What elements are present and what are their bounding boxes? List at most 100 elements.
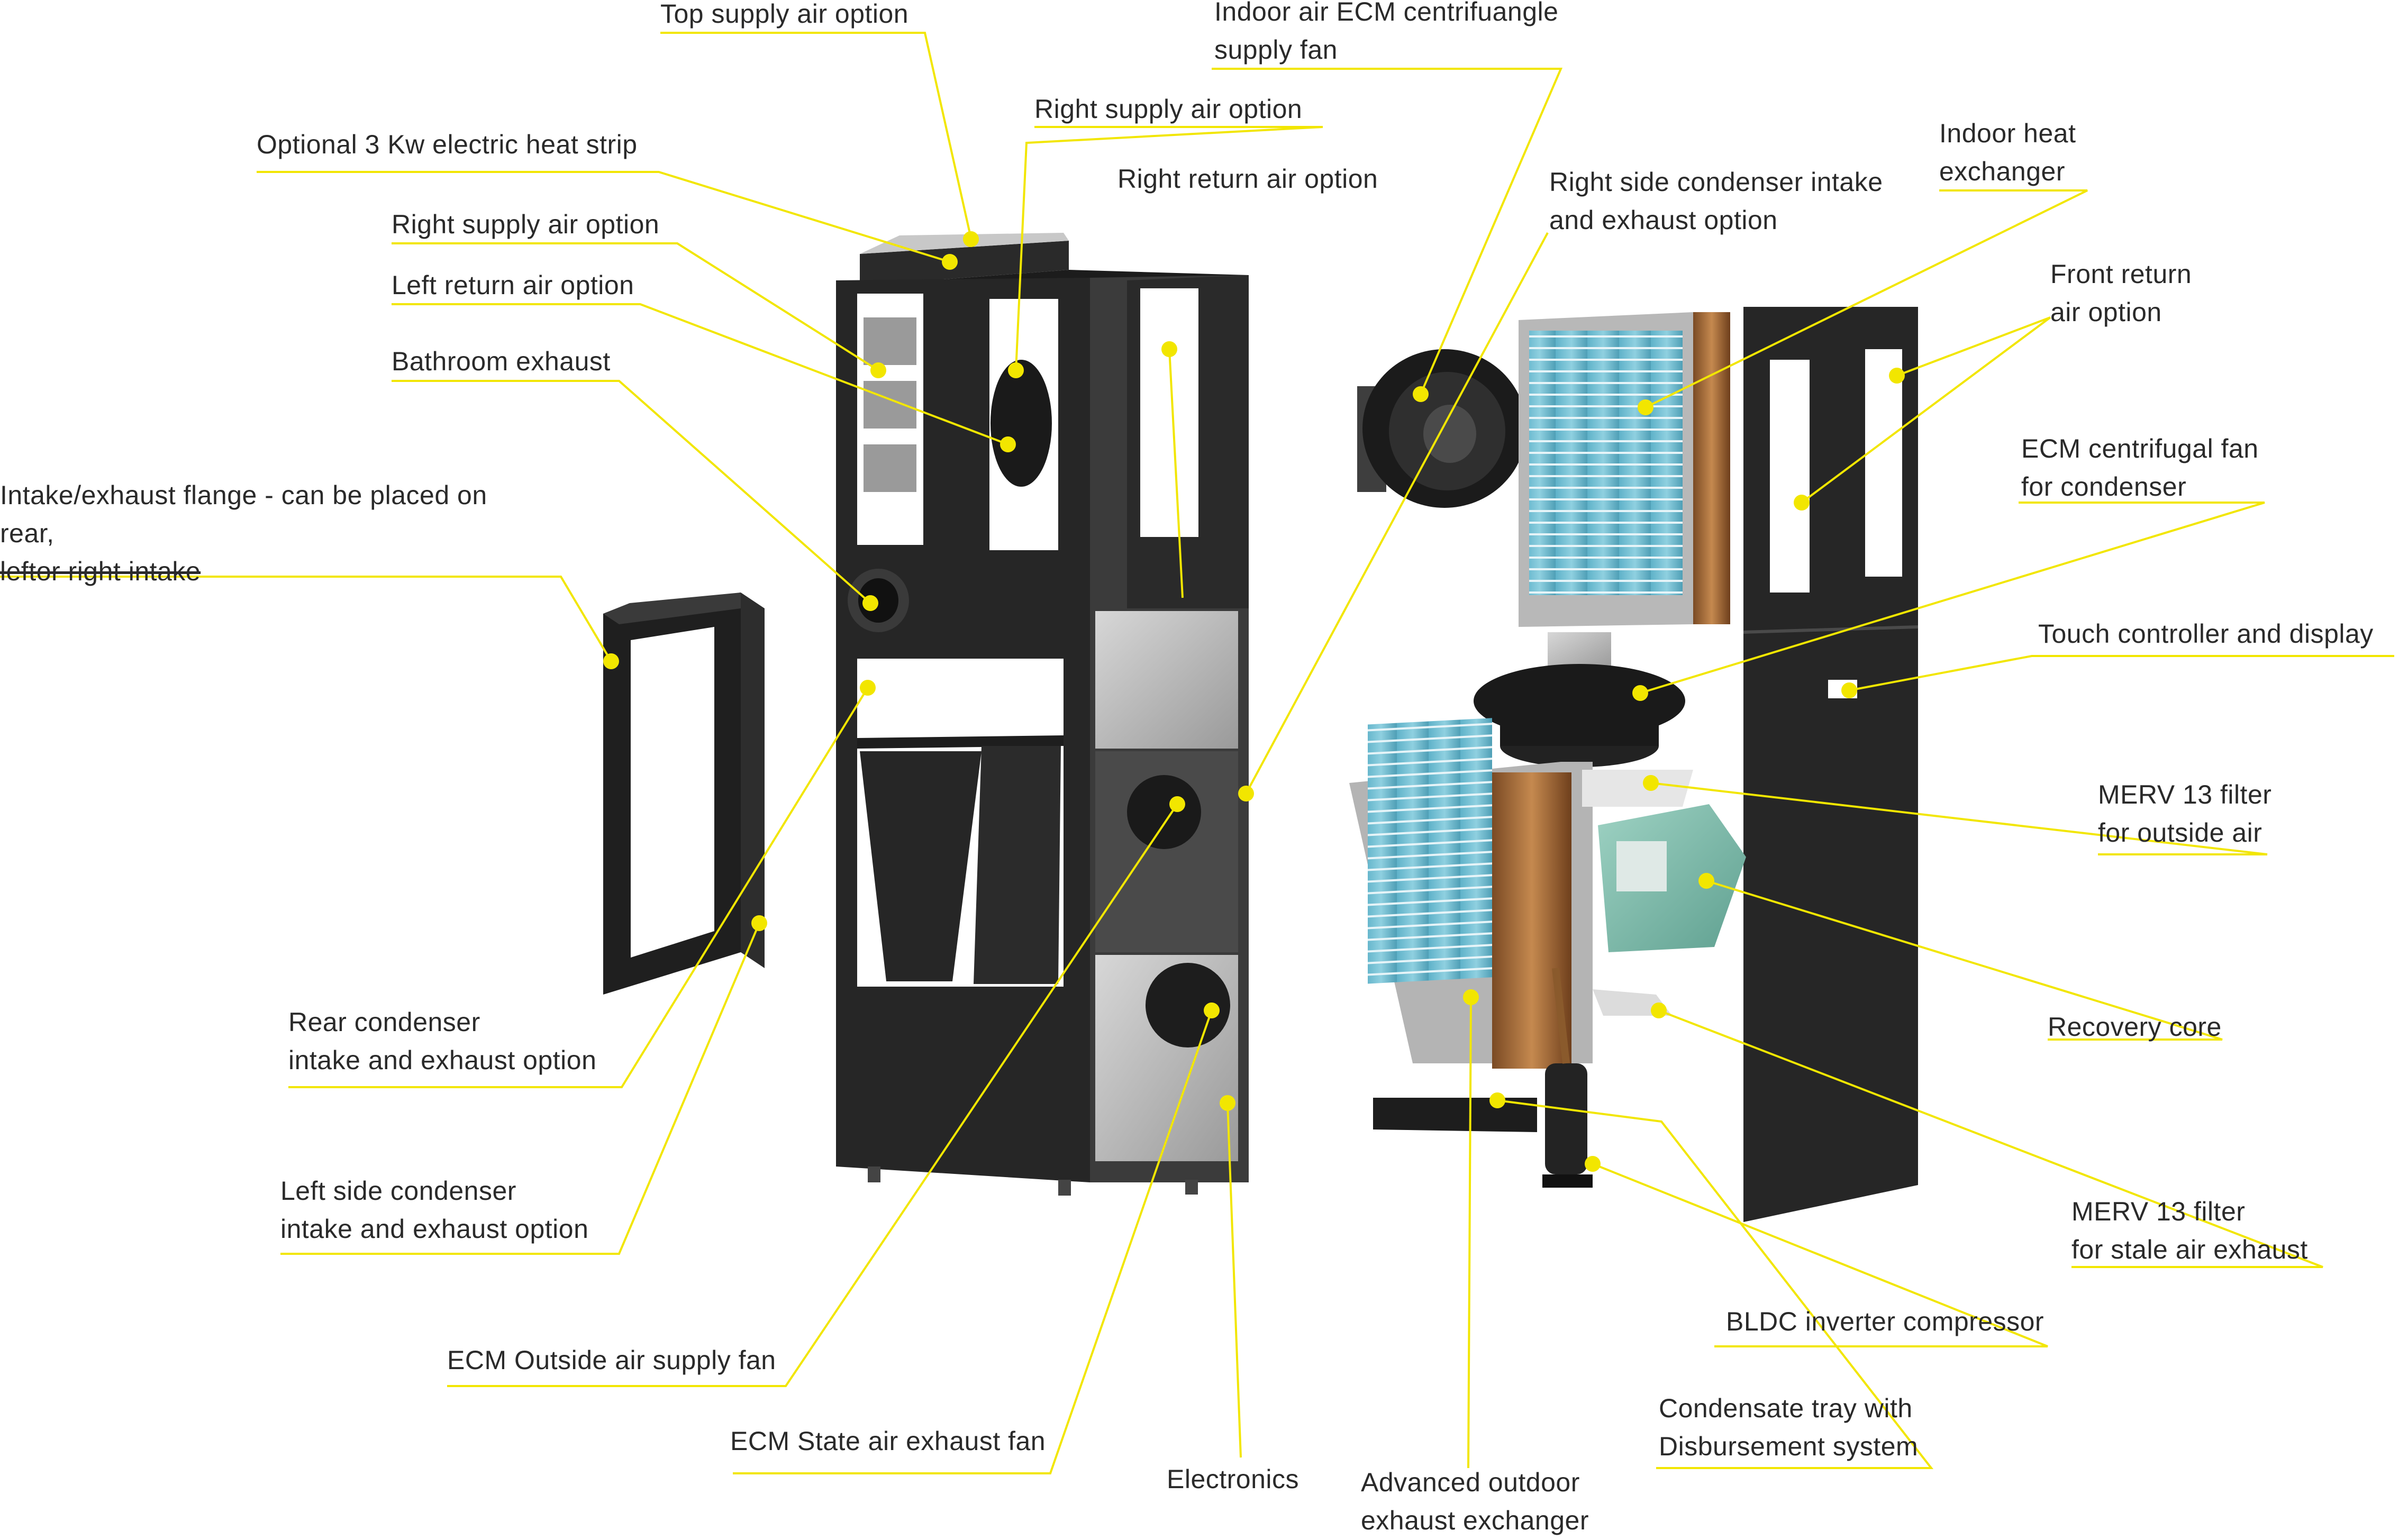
label-intake-flange-line-3: leftor right intake [0, 557, 201, 586]
label-intake-flange-line-1: Intake/exhaust flange - can be placed on [0, 480, 487, 510]
dot-top-supply [963, 231, 979, 247]
label-merv-stale: MERV 13 filter for stale air exhaust [2071, 1192, 2308, 1269]
label-rear-condenser-line-1: Rear condenser [288, 1007, 480, 1037]
label-left-return: Left return air option [392, 266, 634, 304]
dot-intake-flange [603, 653, 619, 669]
label-condensate-tray: Condensate tray with Disbursement system [1659, 1389, 1918, 1465]
dot-outdoor-exchanger [1463, 989, 1479, 1005]
condenser-fan [1474, 632, 1685, 767]
label-right-condenser-line-2: and exhaust option [1549, 205, 1778, 235]
dot-merv-stale [1651, 1003, 1667, 1018]
label-indoor-heat-exchanger: Indoor heat exchanger [1939, 114, 2076, 190]
label-bathroom-exhaust-line-1: Bathroom exhaust [392, 347, 611, 376]
label-recovery-core-line-1: Recovery core [2048, 1012, 2222, 1042]
label-bldc-compressor: BLDC inverter compressor [1726, 1302, 2044, 1341]
dot-front-return-1 [1889, 368, 1905, 384]
leader-condensate-tray [1497, 1099, 1934, 1469]
label-front-return-line-1: Front return [2050, 259, 2192, 289]
leader-ecm-exhaust-fan [733, 1010, 1213, 1474]
recovery-core-assembly [1582, 770, 1746, 1016]
leader-bldc-compressor [1592, 1163, 2048, 1347]
dot-right-supply-left [870, 362, 886, 378]
leader-electronics [1226, 1102, 1242, 1458]
label-heat-strip-line-1: Optional 3 Kw electric heat strip [257, 130, 638, 159]
label-merv-outside: MERV 13 filter for outside air [2098, 776, 2271, 852]
label-ecm-outside-fan: ECM Outside air supply fan [447, 1341, 776, 1379]
label-front-return: Front return air option [2050, 255, 2192, 331]
outdoor-exhaust-exchanger [1349, 718, 1593, 1069]
label-condensate-tray-line-2: Disbursement system [1659, 1432, 1919, 1461]
dot-rear-condenser [860, 680, 876, 696]
label-right-supply-top: Right supply air option [1034, 90, 1302, 128]
leader-heat-strip [257, 171, 950, 263]
label-ecm-condenser-fan-line-1: ECM centrifugal fan [2021, 434, 2259, 463]
label-indoor-ecm-fan-line-2: supply fan [1214, 35, 1338, 65]
dot-indoor-heat-exchanger [1638, 399, 1653, 415]
label-indoor-heat-exchanger-line-2: exchanger [1939, 157, 2065, 186]
leader-front-return-2 [1801, 316, 2051, 504]
label-indoor-ecm-fan: Indoor air ECM centrifuangle supply fan [1214, 0, 1558, 69]
dot-ecm-outside-fan [1169, 796, 1185, 812]
label-left-return-line-1: Left return air option [392, 270, 634, 300]
label-electronics-line-1: Electronics [1167, 1464, 1300, 1494]
front-door-panel [1743, 307, 1919, 1222]
label-right-return-line-1: Right return air option [1117, 164, 1378, 194]
dot-bathroom-exhaust [862, 595, 878, 611]
label-heat-strip: Optional 3 Kw electric heat strip [257, 125, 638, 163]
dot-merv-outside [1643, 775, 1659, 791]
dot-right-return [1161, 341, 1177, 357]
dot-bldc-compressor [1585, 1156, 1601, 1172]
label-right-return: Right return air option [1117, 160, 1378, 198]
dot-left-condenser [751, 915, 767, 931]
label-right-condenser-line-1: Right side condenser intake [1549, 167, 1883, 197]
label-merv-stale-line-2: for stale air exhaust [2071, 1235, 2308, 1264]
leader-rear-condenser [288, 687, 869, 1088]
label-recovery-core: Recovery core [2048, 1008, 2222, 1046]
main-cabinet [836, 233, 1249, 1196]
label-left-condenser-line-1: Left side condenser [280, 1176, 516, 1206]
label-top-supply: Top supply air option [660, 0, 908, 33]
dot-ecm-condenser-fan [1632, 685, 1648, 701]
label-merv-outside-line-2: for outside air [2098, 818, 2262, 848]
leader-right-supply-top [1015, 126, 1323, 371]
label-front-return-line-2: air option [2050, 297, 2162, 327]
dot-ecm-exhaust-fan [1204, 1003, 1220, 1018]
leader-front-return [1896, 316, 2051, 377]
label-indoor-ecm-fan-line-1: Indoor air ECM centrifuangle [1214, 0, 1559, 26]
label-merv-outside-line-1: MERV 13 filter [2098, 780, 2272, 809]
leader-indoor-ecm-fan [1212, 68, 1563, 395]
label-outdoor-exchanger-line-2: exhaust exchanger [1361, 1506, 1589, 1535]
leader-right-supply-left [392, 242, 879, 371]
leader-top-supply [660, 32, 972, 239]
dot-recovery-core [1698, 873, 1714, 889]
leader-touch-controller [1849, 655, 2394, 691]
label-condensate-tray-line-1: Condensate tray with [1659, 1393, 1913, 1423]
label-bldc-compressor-line-1: BLDC inverter compressor [1726, 1307, 2044, 1336]
label-right-supply-top-line-1: Right supply air option [1034, 94, 1303, 124]
label-left-condenser-line-2: intake and exhaust option [280, 1214, 589, 1244]
label-outdoor-exchanger: Advanced outdoor exhaust exchanger [1361, 1463, 1589, 1539]
leader-left-condenser [280, 923, 760, 1255]
dot-indoor-ecm-fan [1413, 386, 1429, 402]
label-touch-controller: Touch controller and display [2038, 615, 2374, 653]
label-top-supply-line-1: Top supply air option [660, 0, 909, 29]
label-ecm-condenser-fan: ECM centrifugal fan for condenser [2021, 430, 2259, 506]
label-ecm-exhaust-fan-line-1: ECM State air exhaust fan [730, 1426, 1046, 1456]
callout-dots [603, 231, 1905, 1172]
leader-right-condenser [1245, 232, 1549, 794]
label-electronics: Electronics [1167, 1460, 1299, 1498]
label-outdoor-exchanger-line-1: Advanced outdoor [1361, 1468, 1580, 1497]
leader-bathroom-exhaust [392, 380, 871, 604]
dot-left-return [1000, 436, 1016, 452]
label-intake-flange: Intake/exhaust flange - can be placed on… [0, 476, 487, 590]
leader-ecm-outside-fan [447, 803, 1178, 1387]
label-right-condenser: Right side condenser intake and exhaust … [1549, 163, 1883, 239]
leader-merv-stale [1658, 1009, 2323, 1268]
label-touch-controller-line-1: Touch controller and display [2038, 619, 2374, 649]
label-ecm-exhaust-fan: ECM State air exhaust fan [730, 1422, 1046, 1460]
label-right-supply-left: Right supply air option [392, 205, 659, 243]
leader-ecm-condenser-fan [1640, 502, 2265, 694]
label-intake-flange-line-2: rear, [0, 518, 54, 548]
